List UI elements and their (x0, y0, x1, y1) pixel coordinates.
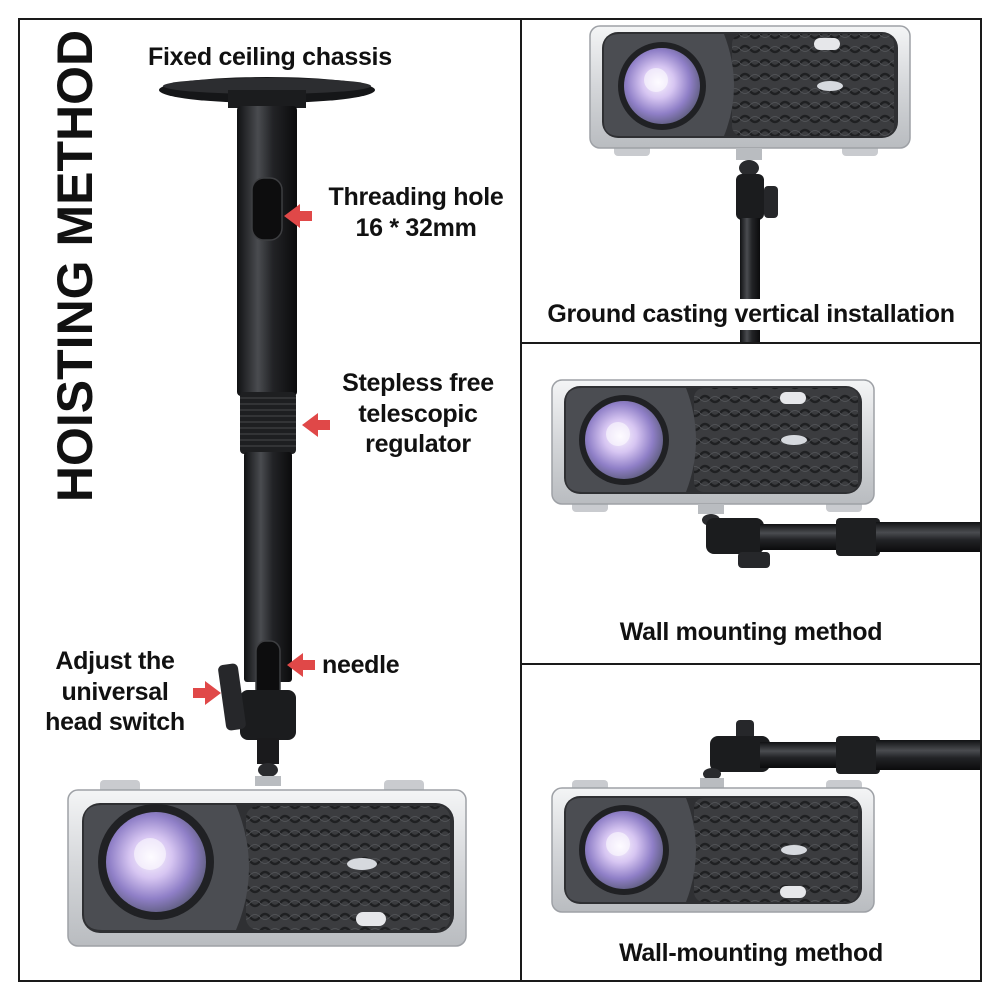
callout-threading-line1: Threading hole (328, 183, 504, 211)
ceiling-mount (159, 77, 375, 786)
arrow-adjust (193, 681, 221, 705)
panel-ground-projector (589, 25, 911, 342)
panel-wall-projector-1 (551, 379, 980, 568)
callout-threading: Threading hole 16 * 32mm (318, 182, 514, 243)
callout-stepless-line3: regulator (365, 430, 471, 458)
callout-adjust: Adjust the universal head switch (30, 646, 200, 738)
arrow-needle (287, 653, 315, 677)
projector-main (67, 780, 467, 947)
main-title: HOISTING METHOD (47, 30, 103, 502)
caption-wall-mounting-2: Wall-mounting method (619, 939, 883, 967)
callout-stepless-line1: Stepless free (342, 369, 494, 397)
callout-adjust-line1: Adjust the (55, 647, 175, 675)
callout-needle: needle (322, 651, 400, 679)
callout-adjust-line2: universal (61, 677, 169, 706)
callout-adjust-line3: head switch (45, 708, 185, 736)
callout-stepless-line2: telescopic (358, 399, 478, 428)
callout-threading-line2: 16 * 32mm (355, 213, 477, 242)
panel-wall-projector-2 (551, 720, 980, 913)
caption-ground-vertical: Ground casting vertical installation (525, 299, 977, 330)
caption-wall-mounting: Wall mounting method (619, 618, 883, 646)
callout-chassis: Fixed ceiling chassis (148, 43, 392, 71)
arrow-threading (284, 204, 312, 228)
callout-stepless: Stepless free telescopic regulator (332, 368, 504, 460)
arrow-stepless (302, 413, 330, 437)
outer-border (18, 18, 982, 982)
arrows (193, 204, 330, 705)
